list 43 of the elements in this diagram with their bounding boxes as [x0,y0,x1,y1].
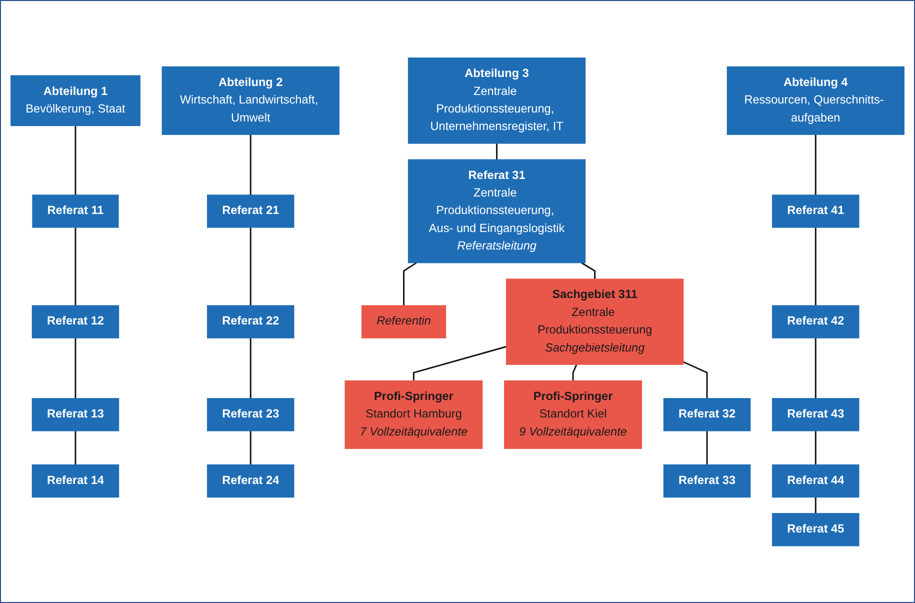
node-box: Referat 32 [663,398,751,431]
node-box: Referat 45 [772,512,860,546]
node-box: Referat 12 [32,304,120,338]
node-box: Sachgebiet 311 Zentrale Produktionssteuerung Sachgebietsleitung [506,278,684,365]
node-box: Referat 44 [772,464,860,498]
connector [250,430,252,464]
node-box: Abteilung 3 Zentrale Produktionssteuerung, Unternehmensregister, IT [408,57,586,144]
node-box: Referat 41 [772,194,860,228]
node-box: Profi-Springer Standort Kiel 9 Vollzeitäquivalente [504,380,642,449]
node-box: Referat 42 [772,304,860,338]
connector [814,430,816,464]
connector [250,227,252,306]
node-box: Referat 33 [663,464,751,498]
node-box: Referat 11 [32,194,119,228]
connector [496,143,498,160]
node-box: Profi-Springer Standort Hamburg 7 Vollzeitäquivalente [344,380,483,449]
node-box: Abteilung 2 Wirtschaft, Landwirtschaft, Umwelt [162,66,340,135]
connector [814,134,816,195]
node-box: Referentin [361,304,446,338]
node-box: Abteilung 1 Bevölkerung, Staat [10,74,140,126]
node-box: Referat 31 Zentrale Produktionssteuerung, Aus- und Eingangslogistik Referatsleitung [408,158,586,263]
connector [74,125,76,195]
node-box: Referat 13 [32,398,120,431]
connector [706,430,708,464]
node-box: Referat 43 [772,398,860,431]
connector [74,430,76,464]
connector [250,134,252,195]
connector [412,346,507,380]
connector [403,262,417,306]
node-box: Referat 21 [206,194,294,228]
node-box: Referat 24 [206,464,294,498]
connector [814,496,816,514]
connector [572,364,578,380]
node-box: Referat 14 [32,464,120,498]
node-box: Referat 23 [206,398,294,431]
connector [74,338,76,398]
connector [814,338,816,398]
node-box: Abteilung 4 Ressourcen, Querschnitts- aufgaben [726,66,904,135]
connector [814,227,816,306]
connector [74,227,76,306]
connector [250,338,252,398]
connector [581,262,596,279]
node-box: Referat 22 [206,304,294,338]
